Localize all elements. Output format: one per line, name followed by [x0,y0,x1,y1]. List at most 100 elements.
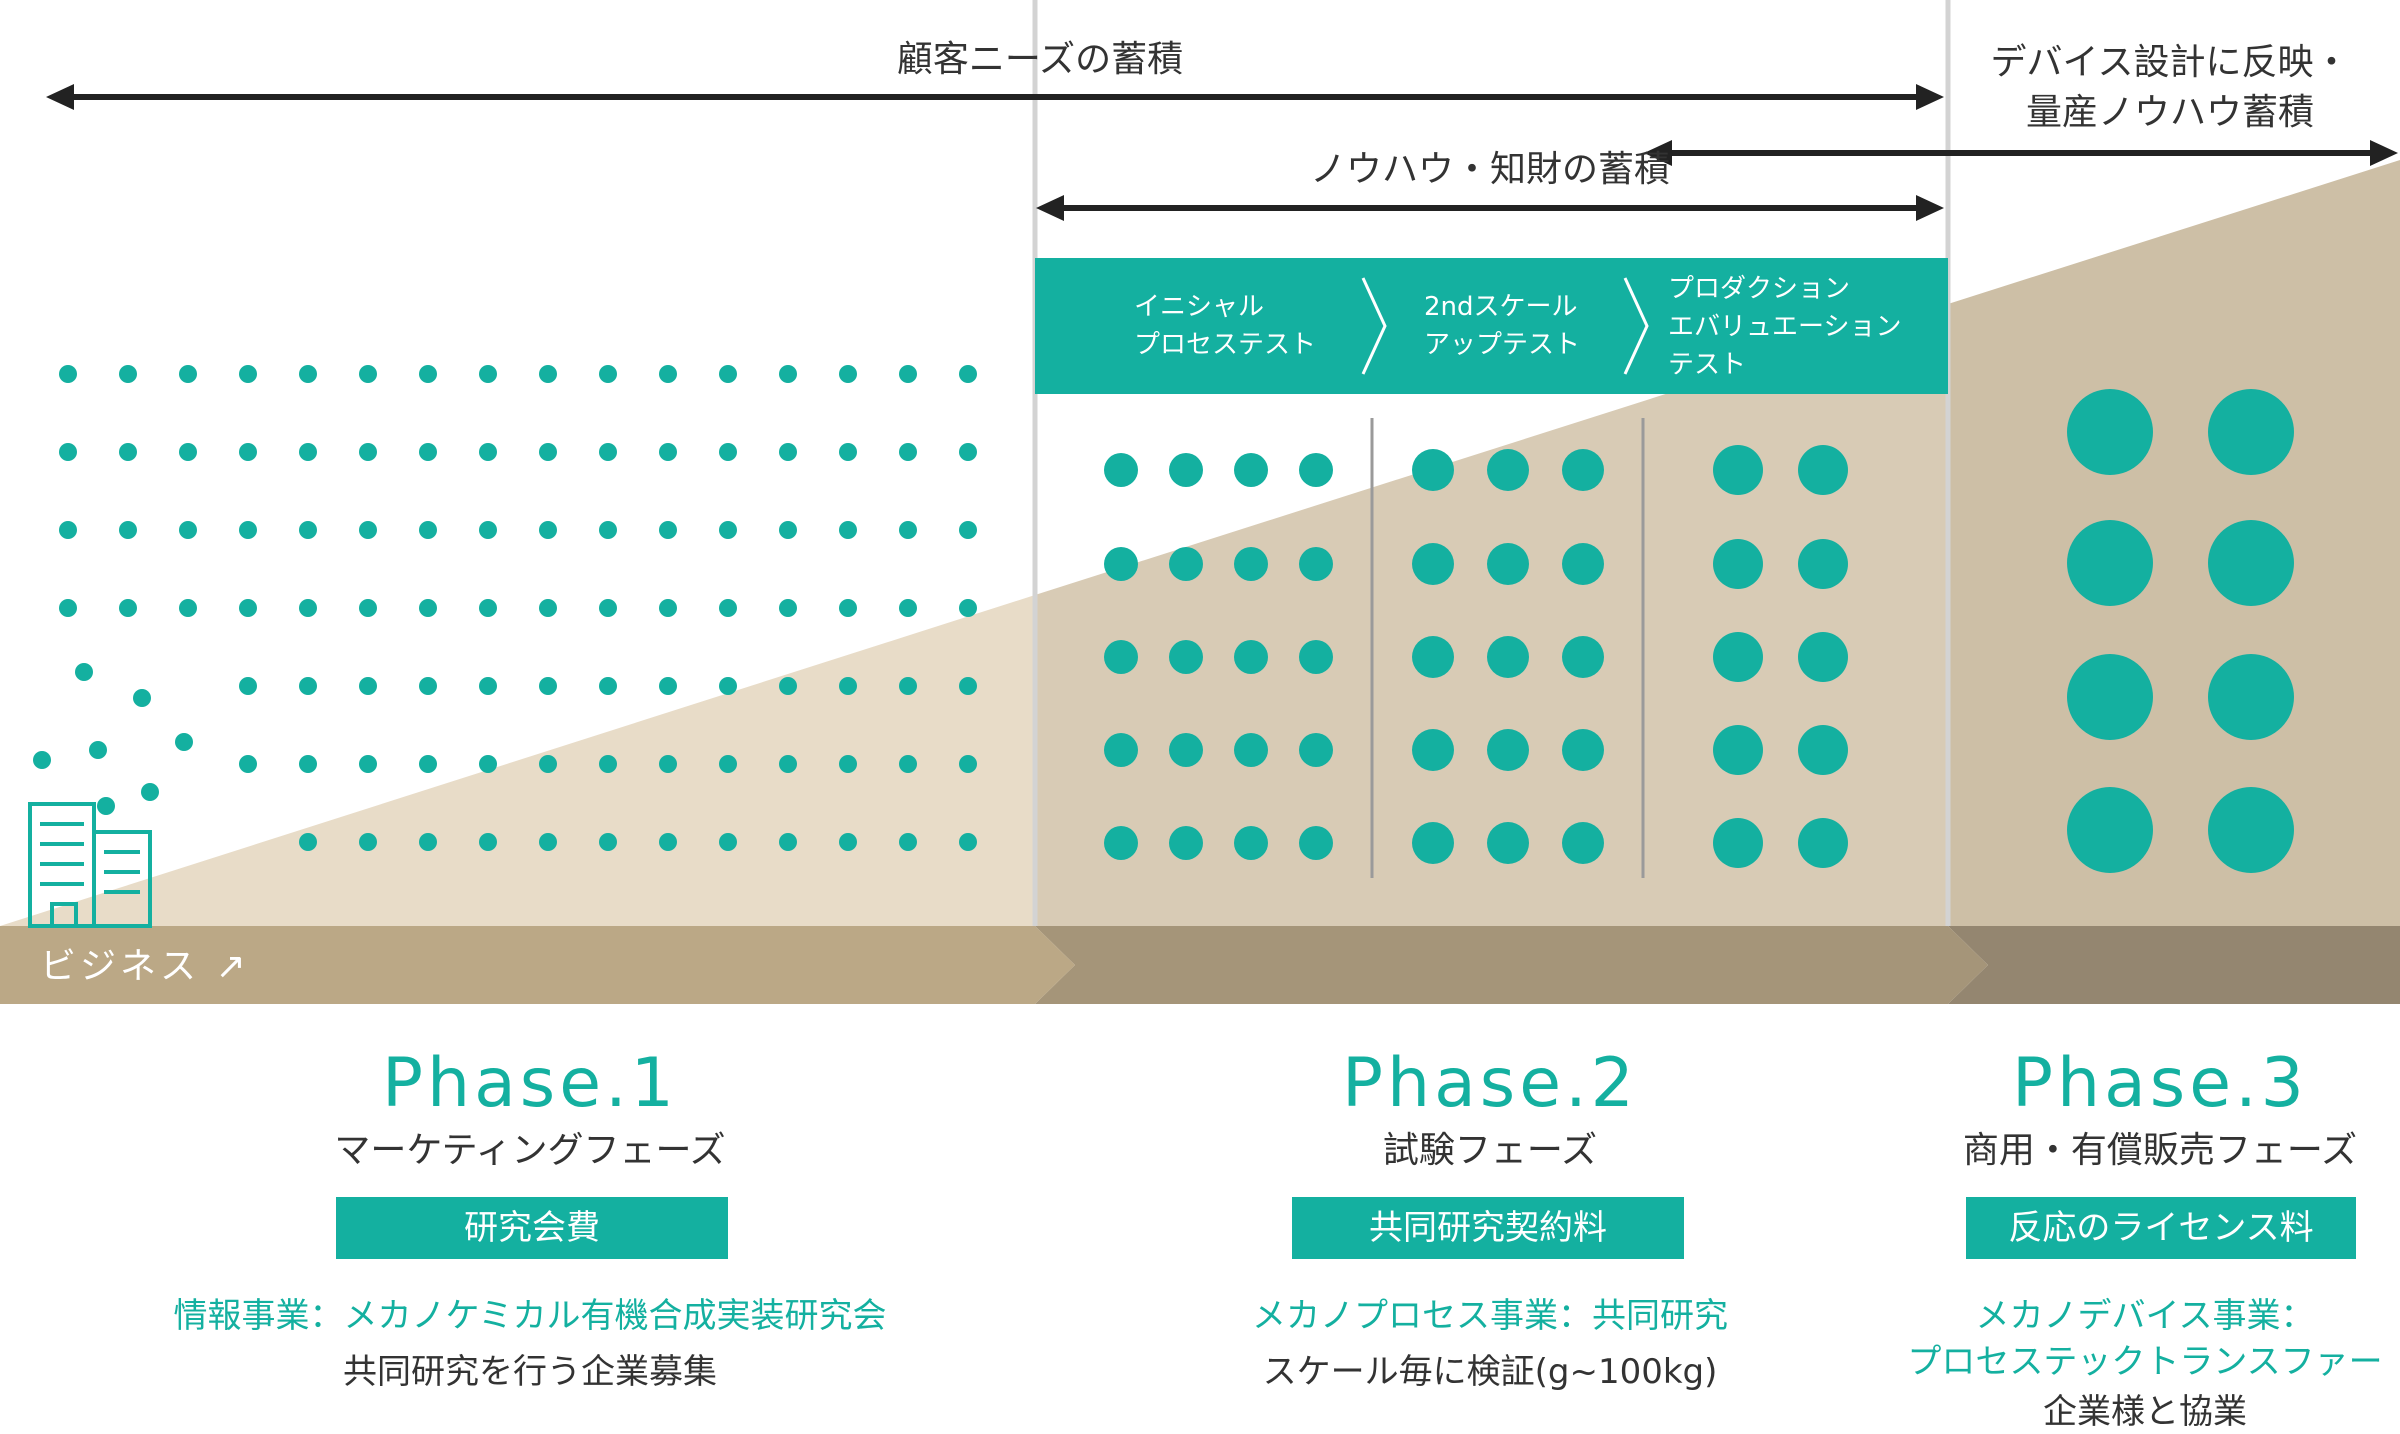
phase2-dot [1713,725,1763,775]
phase1-dot [119,365,137,383]
phase1-dot [899,833,917,851]
phase1-desc-teal: 情報事業：メカノケミカル有機合成実装研究会 [173,1296,887,1336]
arrow-needs [46,84,1944,110]
phase2-dot [1487,822,1529,864]
phase2-dot [1562,543,1604,585]
phase1-dot [239,677,257,695]
phase1-dot [239,755,257,773]
phase1-dot [779,833,797,851]
phase1-dot [239,443,257,461]
phase1-dot [599,833,617,851]
phase1-dot [959,365,977,383]
phase3-desc-teal: メカノデバイス事業： [1975,1296,2315,1336]
phase1-dot [479,677,497,695]
phase1-dot [539,599,557,617]
phase2-dot [1713,818,1763,868]
growth-wedge-phase1 [0,595,1035,926]
phase2-dot [1798,818,1848,868]
phase2-dot [1104,547,1138,581]
phase2-dot [1562,449,1604,491]
phase1-dot [299,677,317,695]
phase1-dot [779,443,797,461]
phase2-desc-teal: メカノプロセス事業：共同研究 [1252,1296,1728,1336]
phase2-dot [1299,453,1333,487]
dot-layer [33,365,2294,873]
phase1-dot [719,443,737,461]
phase2-dot [1487,636,1529,678]
phase1-dot [59,443,77,461]
phase1-dot [359,677,377,695]
phase1-desc-dark: 共同研究を行う企業募集 [343,1352,717,1392]
phase2-dot [1798,539,1848,589]
phase2-dot [1713,445,1763,495]
phase2-badge: 共同研究契約料 [1292,1197,1684,1259]
phase1-dot [179,521,197,539]
step-initial-line2: プロセステスト [1134,330,1317,360]
business-band-phase3 [1948,926,2400,1004]
phase1-dot [779,365,797,383]
phase1-dot [479,755,497,773]
label-knowhow: ノウハウ・知財の蓄積 [1309,149,1670,190]
phase1-dot [659,521,677,539]
phase1-dot [179,443,197,461]
phase2-dot [1562,729,1604,771]
phase1-dot [239,599,257,617]
phase3-dot [2067,787,2153,873]
phase1-dot [959,599,977,617]
phase2-dot [1412,636,1454,678]
step-header-box [1035,258,1948,394]
phase2-dot [1234,733,1268,767]
step-scaleup: 2ndスケール アップテスト [1424,288,1580,364]
phase3-name: 商用・有償販売フェーズ [1962,1130,2358,1171]
phase1-dot [899,521,917,539]
phase2-dot [1234,453,1268,487]
phase2-dot [1104,826,1138,860]
phase1-dot [419,365,437,383]
phase2-dot [1104,453,1138,487]
phase1-dot [899,677,917,695]
phase3-dot [2208,654,2294,740]
phase1-dot [659,677,677,695]
phase2-dot [1412,449,1454,491]
phase1-dot [839,755,857,773]
phase2-dot [1562,636,1604,678]
phase1-dot [419,833,437,851]
phase1-dot [659,365,677,383]
phase1-dot [539,521,557,539]
phase2-dot [1487,449,1529,491]
phase1-dot [359,599,377,617]
phase2-dot [1169,640,1203,674]
step-chevron-2 [1623,277,1649,375]
phase1-dot [719,833,737,851]
phase2-dot [1713,539,1763,589]
phase1-dot [599,755,617,773]
scatter-dot [75,663,93,681]
phase2-dot [1299,547,1333,581]
phase1-dot [359,755,377,773]
phase1-dot [59,599,77,617]
phase1-dot [839,599,857,617]
phase1-dot [659,833,677,851]
step-production-line3: テスト [1668,350,1747,380]
phase3-title: Phase.3 [2012,1044,2308,1123]
step-initial-line1: イニシャル [1134,292,1265,322]
phase3-dot [2067,654,2153,740]
scatter-dot [133,689,151,707]
phase1-dot [419,755,437,773]
phase1-dot [299,833,317,851]
phase2-dot [1234,547,1268,581]
phase1-dot [899,443,917,461]
phase1-dot [479,365,497,383]
phase2-dot [1562,822,1604,864]
phase1-dot [659,599,677,617]
phase1-dot [539,443,557,461]
phase1-dot [719,755,737,773]
phase1-title: Phase.1 [382,1044,678,1123]
phase1-badge: 研究会費 [336,1197,728,1259]
phase2-dot [1798,445,1848,495]
business-label: ビジネス ↗ [40,946,250,987]
phase1-dot [839,833,857,851]
phase1-dot [539,833,557,851]
